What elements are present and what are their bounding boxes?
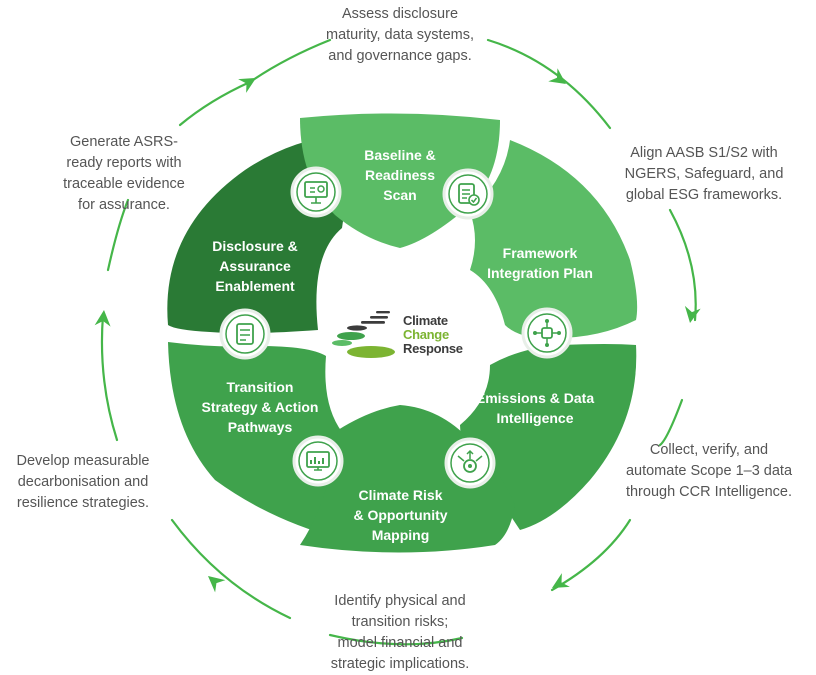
cycle-arrowhead [208,576,226,593]
logo-mark [332,311,395,358]
clipboard-check-icon [442,168,494,220]
logo-text-climate: Climate [403,313,448,328]
cycle-arc-left-upper [106,198,130,272]
cycle-arc-top-right [486,38,612,130]
cycle-arc-bottom [328,633,464,646]
cycle-arc-right-lower [658,398,684,447]
cycle-arc-bottom-right [550,518,632,592]
segment-framework [470,140,638,339]
segment-transition [168,342,342,538]
network-hub-icon [521,307,573,359]
segment-baseline [300,113,500,248]
checklist-icon [219,308,271,360]
cycle-arc-top-left [178,80,252,127]
cycle-arrowhead [552,573,570,588]
cycle-arc-top [248,38,332,84]
cycle-arrowhead [238,78,256,93]
cycle-arrowhead [94,310,111,327]
gear-arrows-icon [444,437,496,489]
logo-text-change: Change [403,327,449,342]
cycle-arc-right [668,208,697,322]
cycle-arrowhead [548,68,566,84]
presentation-board-icon [290,166,342,218]
cycle-arc-left [100,313,119,442]
monitor-chart-icon [292,435,344,487]
cycle-arc-bottom-left [170,518,292,620]
logo-text-response: Response [403,341,463,356]
cycle-arrowhead [684,305,701,323]
